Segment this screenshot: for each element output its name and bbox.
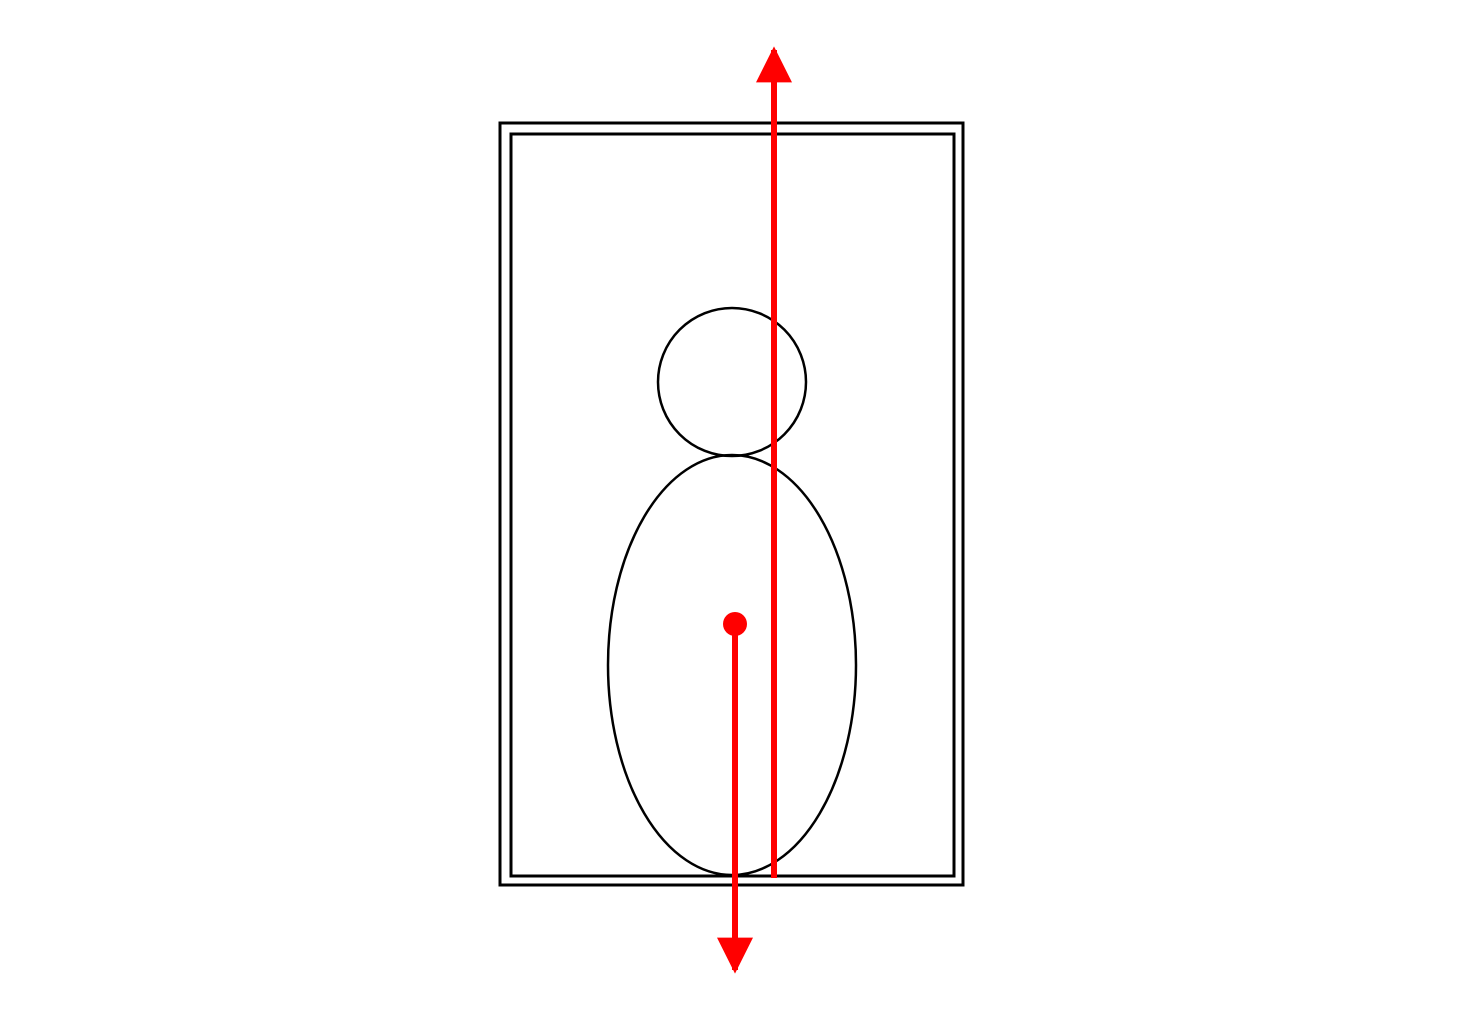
outer-frame (498, 121, 965, 887)
center-dot (723, 612, 747, 636)
head-circle (656, 306, 808, 458)
